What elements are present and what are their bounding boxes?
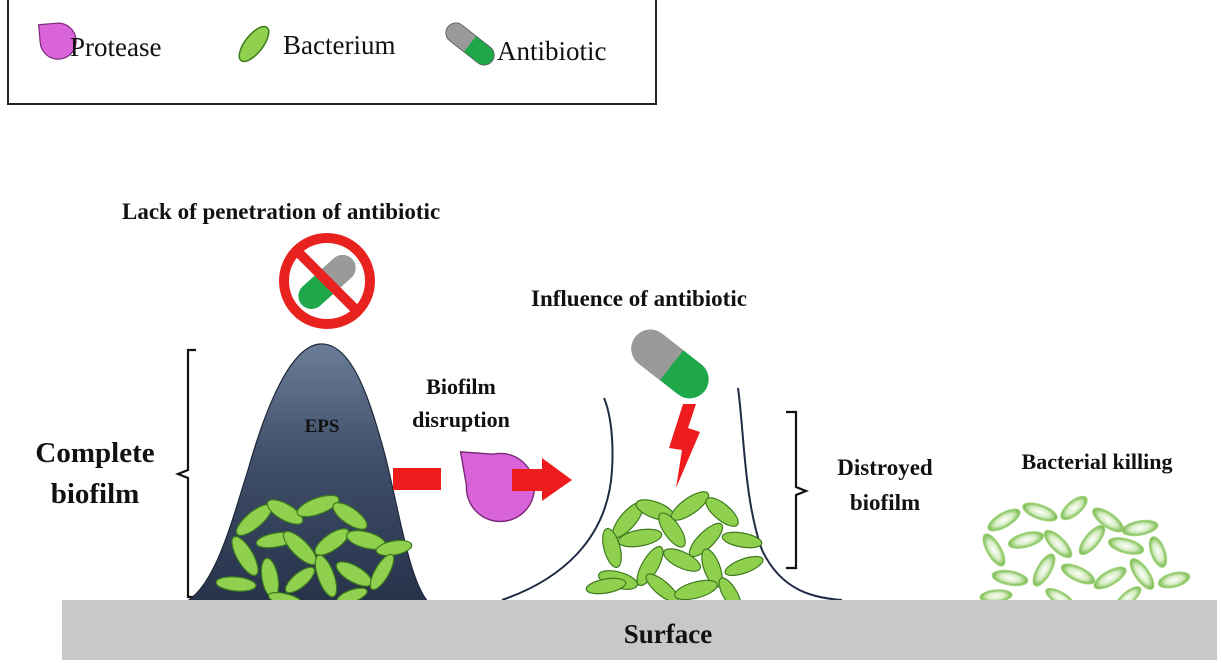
bacterium-ellipse-icon — [314, 554, 338, 598]
bacterium-ellipse-icon — [721, 531, 763, 549]
disrupted-bacteria-cluster — [585, 491, 764, 611]
dead-bacterium-icon — [991, 569, 1029, 587]
bacterium-ellipse-icon — [369, 553, 395, 591]
bacterium-ellipse-icon — [215, 576, 257, 592]
complete-biofilm-label-line1: Complete — [35, 437, 154, 469]
bacterium-ellipse-icon — [705, 497, 739, 527]
dead-bacterium-icon — [1043, 529, 1073, 559]
dead-bacterium-icon — [1060, 563, 1096, 585]
dead-bacterium-icon — [1157, 571, 1191, 589]
bacterium-ellipse-icon — [701, 548, 723, 588]
no-entry-sign-icon — [279, 233, 375, 329]
legend-protease-label: Protease — [70, 32, 161, 62]
dead-bacterium-icon — [1093, 566, 1127, 590]
bacterium-ellipse-icon — [238, 25, 270, 63]
eps-label: EPS — [305, 416, 340, 437]
legend: Protease Bacterium Antibiotic — [7, 0, 657, 105]
influence-of-antibiotic-label: Influence of antibiotic — [531, 286, 747, 311]
bacterium-ellipse-icon — [296, 494, 340, 518]
disrupted-biofilm-right-curve — [737, 387, 843, 601]
dead-bacterium-icon — [1121, 519, 1159, 537]
biofilm-disruption-label-line2: disruption — [412, 407, 510, 432]
dead-bacteria-cluster — [979, 495, 1191, 610]
dead-bacterium-icon — [982, 533, 1006, 567]
legend-box — [7, 0, 657, 105]
surface-bar — [62, 600, 1217, 660]
bacterium-ellipse-icon — [585, 577, 627, 595]
dead-bacterium-icon — [1032, 553, 1056, 587]
protease-pacman-icon — [37, 22, 77, 60]
bacterium-ellipse-icon — [284, 566, 316, 594]
dead-bacterium-icon — [1060, 495, 1088, 521]
bacterium-ellipse-icon — [266, 499, 304, 525]
destroyed-biofilm-label-line1: Distroyed — [837, 455, 933, 480]
bacterium-ellipse-icon — [636, 545, 664, 587]
disrupted-biofilm-left-curve — [501, 397, 614, 601]
dead-bacterium-icon — [1107, 537, 1145, 555]
bacterium-ellipse-icon — [662, 548, 702, 572]
dead-bacterium-icon — [1148, 536, 1168, 568]
bacterial-killing-label: Bacterial killing — [1022, 449, 1173, 474]
legend-bacterium-label: Bacterium — [283, 30, 395, 60]
dead-bacterium-icon — [1007, 531, 1045, 549]
red-arrow-bar — [393, 468, 441, 490]
dead-bacterium-icon — [1078, 524, 1106, 556]
bacterium-ellipse-icon — [332, 502, 368, 530]
bacterium-ellipse-icon — [602, 527, 622, 569]
dead-bacterium-icon — [1022, 502, 1058, 522]
lack-of-penetration-label: Lack of penetration of antibiotic — [122, 199, 440, 224]
complete-biofilm-label-line2: biofilm — [51, 478, 140, 510]
bacterium-ellipse-icon — [658, 512, 686, 548]
bacterium-ellipse-icon — [724, 555, 764, 577]
antibiotic-capsule-icon — [445, 22, 495, 66]
legend-antibiotic-label: Antibiotic — [497, 36, 607, 66]
bacterium-ellipse-icon — [617, 528, 663, 548]
destroyed-biofilm-label-line2: biofilm — [850, 490, 920, 515]
lightning-bolt-icon — [669, 404, 700, 488]
dead-bacterium-icon — [987, 508, 1021, 532]
bacterium-ellipse-icon — [314, 528, 350, 556]
bacterium-ellipse-icon — [375, 539, 413, 557]
surface-label: Surface — [624, 619, 712, 649]
dead-bacterium-icon — [1129, 558, 1155, 590]
destroyed-biofilm-bracket — [786, 410, 809, 570]
bacterium-ellipse-icon — [231, 535, 259, 577]
antibiotic-capsule-icon — [631, 329, 709, 399]
red-arrow-head — [512, 458, 572, 501]
bacterium-ellipse-icon — [674, 579, 718, 601]
biofilm-disruption-label-line1: Biofilm — [426, 374, 496, 399]
complete-biofilm-bracket — [175, 348, 196, 599]
mound-bacteria-cluster — [215, 494, 413, 609]
